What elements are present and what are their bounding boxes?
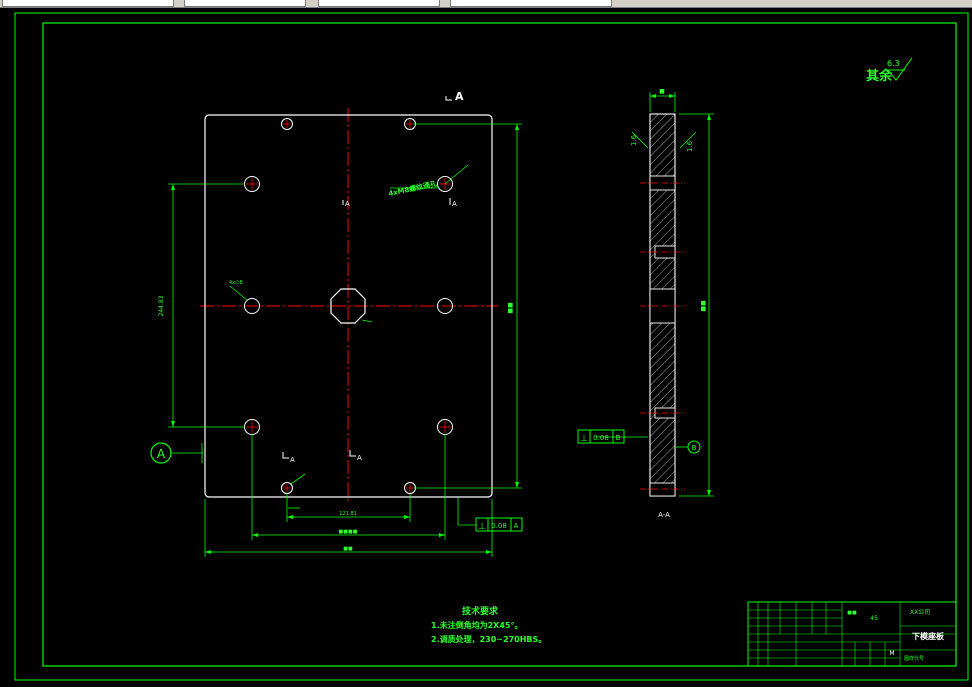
dim-thickness: ■: [659, 88, 665, 95]
toolbar-field-color[interactable]: [184, 0, 306, 7]
section-view-label: A-A: [658, 511, 670, 519]
notes-item-1: 1.未注倒角均为2X45°。: [431, 620, 522, 630]
callout-hole: 4x∅8: [229, 280, 243, 286]
tolerance-value-side: 0.08: [593, 434, 609, 442]
title-block: XX公司 下模座板 45 ■■ M 图样代号: [747, 601, 957, 667]
holes: [244, 118, 453, 494]
tolerance-datum-front: A: [514, 522, 519, 530]
section-mark-top: A: [455, 90, 464, 103]
tolerance-symbol-front: ⊥: [478, 522, 486, 532]
inner-frame: [42, 22, 957, 667]
hole-bottom-left: [281, 482, 293, 494]
section-mark-bottom-mid: A: [357, 454, 362, 462]
section-mark-right-mid: A: [452, 200, 457, 208]
hole-top-left: [281, 118, 293, 130]
dim-bottom-outer: ■■■■: [339, 529, 358, 535]
dim-bottom-inner: 121.81: [339, 511, 357, 517]
tolerance-datum-side: B: [616, 434, 621, 442]
section-hole-4: [649, 482, 676, 497]
dim-vertical-holes: 244.83: [158, 295, 165, 316]
datum-a-label: A: [157, 447, 166, 461]
toolbar-field-layer[interactable]: [2, 0, 174, 7]
roughness-label: 其余: [866, 68, 893, 84]
tolerance-value-front: 0.08: [491, 522, 507, 530]
dim-side-height: ■■: [700, 300, 707, 312]
dim-overall-height: ■■: [507, 302, 514, 314]
toolbar-field-linetype[interactable]: [318, 0, 440, 7]
hole-upper-right: [437, 176, 453, 192]
title-company: XX公司: [910, 609, 930, 616]
dim-overall-width: ■■: [343, 546, 353, 552]
title-code-label: 图样代号: [904, 655, 924, 662]
callout-thread: 4xM8螺纹通孔: [388, 179, 438, 198]
chamfer-right: 1.6: [686, 140, 694, 152]
front-view: A A A A A: [150, 90, 523, 557]
tolerance-symbol-side: ⊥: [580, 434, 588, 444]
chamfer-left: 1.6: [630, 134, 638, 146]
technical-notes: 技术要求 1.未注倒角均为2X45°。 2.调质处理，230~270HBS。: [431, 605, 546, 644]
side-section-view: ■ ■■ 1.6 1.6 ⊥ 0.08 B B A-A: [577, 88, 714, 519]
center-bore: [330, 288, 366, 324]
roughness-value: 6.3: [887, 59, 900, 68]
title-material: 45: [870, 615, 878, 622]
outer-frame: [14, 12, 969, 681]
section-mark-left-mid: A: [345, 200, 350, 208]
hole-mid-right: [437, 298, 453, 314]
roughness-symbol: 其余 6.3: [866, 57, 913, 84]
notes-title: 技术要求: [462, 605, 499, 617]
notes-item-2: 2.调质处理，230~270HBS。: [431, 634, 546, 644]
datum-b-label: B: [692, 444, 697, 452]
plate-outline: [204, 114, 493, 498]
hole-mid-left: [244, 298, 260, 314]
tolerance-frame-front: ⊥ 0.08 A: [475, 517, 523, 532]
title-scale-label: ■■: [847, 610, 857, 616]
tolerance-frame-side: ⊥ 0.08 B: [577, 429, 625, 444]
application-toolbar: [0, 0, 972, 8]
datum-a: A: [150, 442, 172, 464]
title-part-name: 下模座板: [912, 631, 945, 641]
toolbar-field-lineweight[interactable]: [450, 0, 612, 7]
title-sheet: M: [889, 650, 894, 657]
datum-b: B: [687, 440, 701, 454]
section-mark-bottom-left: A: [290, 456, 295, 464]
